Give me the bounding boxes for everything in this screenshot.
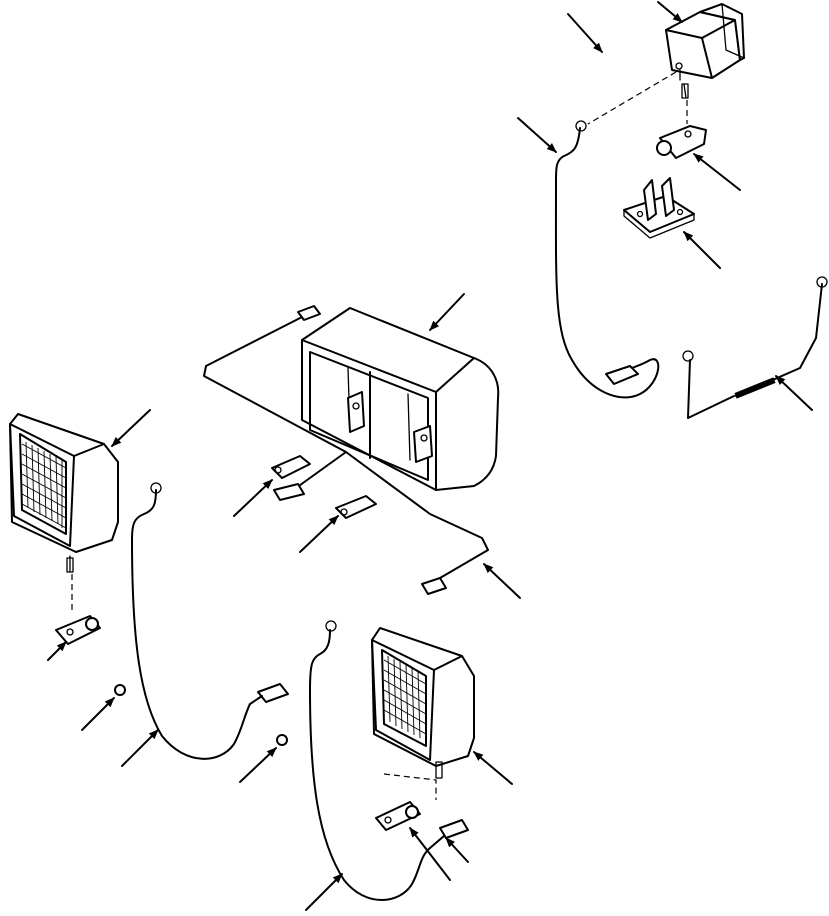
callout-arrow-6 <box>775 375 813 411</box>
callout-arrows <box>47 1 813 911</box>
upper-lamp-bracket <box>656 125 707 159</box>
callout-arrow-7 <box>429 293 465 331</box>
left-floodlight-harness <box>131 482 289 760</box>
callout-arrow-1 <box>567 13 603 53</box>
callout-arrow-18 <box>305 873 343 911</box>
callout-arrow-4 <box>693 153 741 191</box>
double-guard-housing <box>301 307 500 491</box>
callout-arrow-19 <box>445 837 469 863</box>
callout-arrow-8 <box>111 409 151 447</box>
right-floodlight-mount-line <box>383 773 437 800</box>
callout-arrow-13 <box>81 697 115 731</box>
callout-arrow-11 <box>483 563 521 599</box>
callout-arrow-3 <box>517 117 557 153</box>
callout-arrow-17 <box>409 827 451 881</box>
clip-lower <box>335 495 377 519</box>
callout-arrow-15 <box>239 747 277 783</box>
right-floodlight-bracket <box>375 801 421 831</box>
callout-arrow-12 <box>47 641 67 661</box>
left-floodlight <box>9 413 119 573</box>
callout-arrow-2 <box>657 1 683 23</box>
left-floodlight-bracket <box>55 615 101 645</box>
left-floodlight-grille <box>21 441 67 529</box>
upper-lamp-mount-base <box>623 177 695 239</box>
nut-left <box>114 684 126 696</box>
jumper-wire <box>682 276 828 419</box>
right-floodlight-grille <box>383 655 427 739</box>
callout-arrow-14 <box>121 729 159 767</box>
upper-lamp-connection-line <box>587 71 677 125</box>
right-floodlight-harness <box>309 620 469 901</box>
clip-upper <box>271 455 311 479</box>
upper-lamp-body <box>665 3 745 99</box>
guard-harness <box>203 305 489 595</box>
upper-lamp-harness <box>554 120 660 399</box>
callout-arrow-16 <box>473 751 513 785</box>
callout-arrow-5 <box>683 231 721 269</box>
callout-arrow-10 <box>299 515 339 553</box>
nut-center <box>276 734 288 746</box>
right-floodlight <box>371 627 475 779</box>
callout-arrow-9 <box>233 479 273 517</box>
